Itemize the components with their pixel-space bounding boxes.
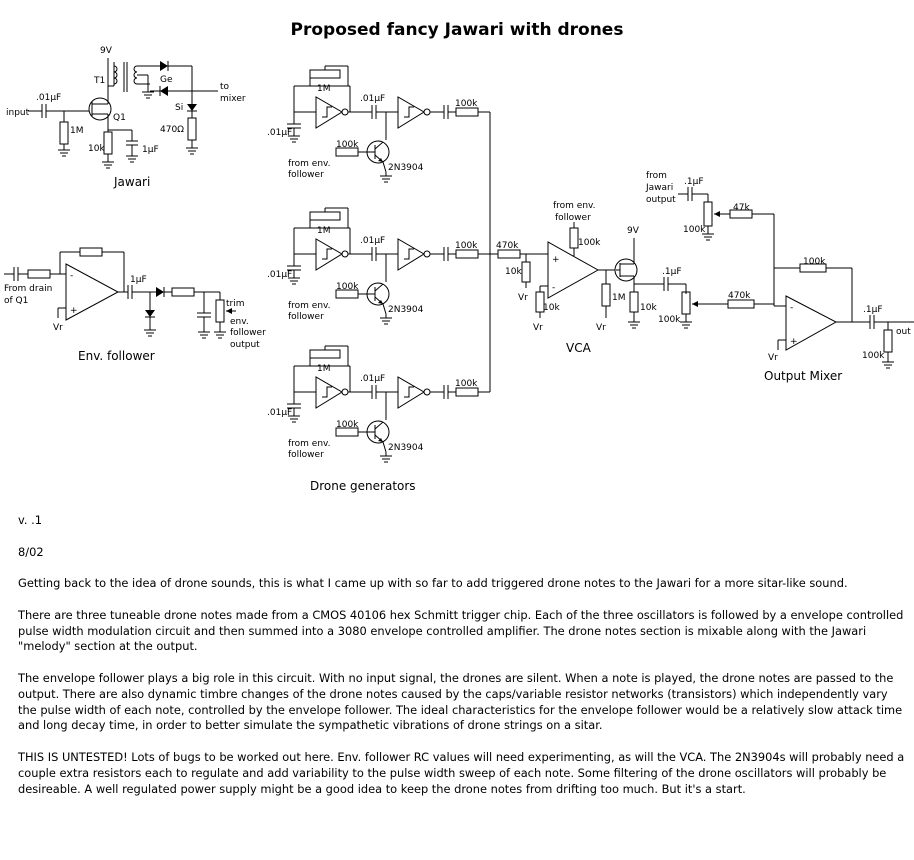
drone2-pot-label: 1M: [317, 226, 331, 236]
mixer-jawari-resistor-label: 47k: [733, 203, 750, 213]
vca-shunt-resistor-label: 10k: [505, 267, 522, 277]
drone3-transistor-label: 2N3904: [388, 443, 424, 453]
drone1-out-cap-label: .01µF: [360, 94, 385, 104]
intro-paragraph: Getting back to the idea of drone sounds…: [18, 576, 848, 591]
drone3-timing-cap-label: .01µF: [267, 408, 292, 418]
mixer-feedback-resistor-label: 100k: [803, 257, 826, 267]
drone3-from1-label: from env.: [288, 439, 331, 449]
jawari-gate-resistor-label: 1M: [70, 126, 84, 136]
jawari-source-resistor-label: 10k: [88, 144, 105, 154]
notes-body: v. .1 8/02 Getting back to the idea of d…: [18, 513, 908, 813]
vca-vr1-label: Vr: [518, 293, 528, 303]
drone2-timing-cap-label: .01µF: [267, 270, 292, 280]
mixer-jawari-cap-label: .1µF: [684, 177, 704, 187]
jawari-caption: Jawari: [113, 175, 150, 189]
date-note: 8/02: [18, 544, 44, 559]
drone3-out-cap-label: .01µF: [360, 374, 385, 384]
jawari-q1-label: Q1: [113, 113, 126, 123]
svg-text:-: -: [552, 283, 555, 293]
mixer-out-cap-label: .1µF: [863, 305, 883, 315]
jawari-mixer-label: mixer: [220, 94, 246, 104]
env-out3-label: output: [230, 340, 260, 350]
svg-text:+: +: [552, 255, 560, 265]
env-vr-label: Vr: [53, 323, 63, 333]
drone-generator-2: 1M .01µF .01µF 100k 100k from env. follo…: [267, 207, 490, 325]
drone3-from2-label: follower: [288, 450, 324, 460]
env-out2-label: follower: [230, 328, 266, 338]
mixer-from3-label: output: [646, 195, 676, 205]
jawari-section: 9V T1 input .01µF 1M Q1 10k 1µF Ge Si 47…: [6, 46, 246, 189]
jawari-out-resistor-label: 470Ω: [160, 125, 184, 135]
mixer-vca-pot-label: 100k: [658, 315, 681, 325]
mixer-vr-label: Vr: [768, 353, 778, 363]
drone-generator-1: 1M .01µF .01µF 100k 100k from env. follo…: [267, 65, 490, 183]
mixer-caption: Output Mixer: [764, 369, 842, 383]
vca-input-resistor-label: 470k: [496, 241, 519, 251]
vca-supply-label: 9V: [627, 226, 640, 236]
drone2-out-cap-label: .01µF: [360, 236, 385, 246]
envelope-paragraph: The envelope follower plays a big role i…: [18, 670, 903, 733]
vca-bias-resistor-label: 10k: [543, 303, 560, 313]
drone1-transistor-label: 2N3904: [388, 163, 424, 173]
vca-out-resistor-label: 1M: [612, 293, 626, 303]
drone1-out-resistor-label: 100k: [455, 99, 478, 109]
vca-section: from env. follower 100k 9V 470k 10k Vr 1…: [490, 201, 693, 355]
svg-text:+: +: [70, 306, 78, 316]
svg-text:-: -: [70, 271, 73, 281]
vca-source-resistor-label: 10k: [640, 303, 657, 313]
vca-control-resistor-label: 100k: [578, 238, 601, 248]
jawari-to-label: to: [220, 82, 230, 92]
drone-generator-3: 1M .01µF .01µF 100k 100k from env. follo…: [267, 345, 490, 463]
vca-vr3-label: Vr: [596, 323, 606, 333]
mixer-out-label: out: [896, 327, 911, 337]
mixer-vca-resistor-label: 470k: [728, 291, 751, 301]
env-out1-label: env.: [230, 317, 249, 327]
jawari-transformer-label: T1: [93, 76, 105, 86]
drone1-from2-label: follower: [288, 170, 324, 180]
drone2-from2-label: follower: [288, 312, 324, 322]
env-caption: Env. follower: [78, 349, 155, 363]
drone-paragraph: There are three tuneable drone notes mad…: [18, 607, 904, 654]
drone-caption: Drone generators: [310, 479, 416, 493]
env-cap-label: 1µF: [130, 275, 147, 285]
version-note: v. .1: [18, 513, 42, 527]
mixer-load-resistor-label: 100k: [862, 351, 885, 361]
drone3-base-resistor-label: 100k: [336, 420, 359, 430]
svg-text:-: -: [790, 303, 793, 313]
drone2-transistor-label: 2N3904: [388, 305, 424, 315]
jawari-input-label: input: [6, 108, 30, 118]
jawari-source-cap-label: 1µF: [142, 145, 159, 155]
schematic-diagram: 9V T1 input .01µF 1M Q1 10k 1µF Ge Si 47…: [4, 46, 914, 493]
drone3-out-resistor-label: 100k: [455, 379, 478, 389]
svg-text:+: +: [790, 337, 798, 347]
untested-paragraph: THIS IS UNTESTED! Lots of bugs to be wor…: [18, 749, 905, 796]
output-mixer-section: from Jawari output .1µF 100k 47k 100k .1…: [645, 171, 914, 383]
page-title: Proposed fancy Jawari with drones: [290, 20, 624, 40]
env-follower-section: From drain of Q1 Vr 1µF trim env. follow…: [4, 247, 266, 363]
drone2-from1-label: from env.: [288, 301, 331, 311]
env-trim-label: trim: [226, 299, 245, 309]
mixer-from1-label: from: [646, 171, 667, 181]
jawari-si-label: Si: [175, 103, 183, 113]
mixer-jawari-pot-label: 100k: [683, 225, 706, 235]
vca-from1-label: from env.: [553, 201, 596, 211]
vca-from2-label: follower: [555, 213, 591, 223]
jawari-supply-label: 9V: [100, 46, 113, 56]
drone1-pot-label: 1M: [317, 84, 331, 94]
jawari-ge-label: Ge: [160, 75, 173, 85]
mixer-vca-cap-label: .1µF: [662, 267, 682, 277]
drone1-from1-label: from env.: [288, 159, 331, 169]
env-from-label: From drain: [4, 284, 52, 294]
vca-caption: VCA: [566, 341, 592, 355]
jawari-input-cap-label: .01µF: [36, 93, 61, 103]
drone2-out-resistor-label: 100k: [455, 241, 478, 251]
mixer-from2-label: Jawari: [645, 183, 673, 193]
drone3-pot-label: 1M: [317, 364, 331, 374]
drone1-base-resistor-label: 100k: [336, 140, 359, 150]
drone2-base-resistor-label: 100k: [336, 282, 359, 292]
drone1-timing-cap-label: .01µF: [267, 128, 292, 138]
vca-vr2-label: Vr: [533, 323, 543, 333]
env-of-label: of Q1: [4, 296, 28, 306]
